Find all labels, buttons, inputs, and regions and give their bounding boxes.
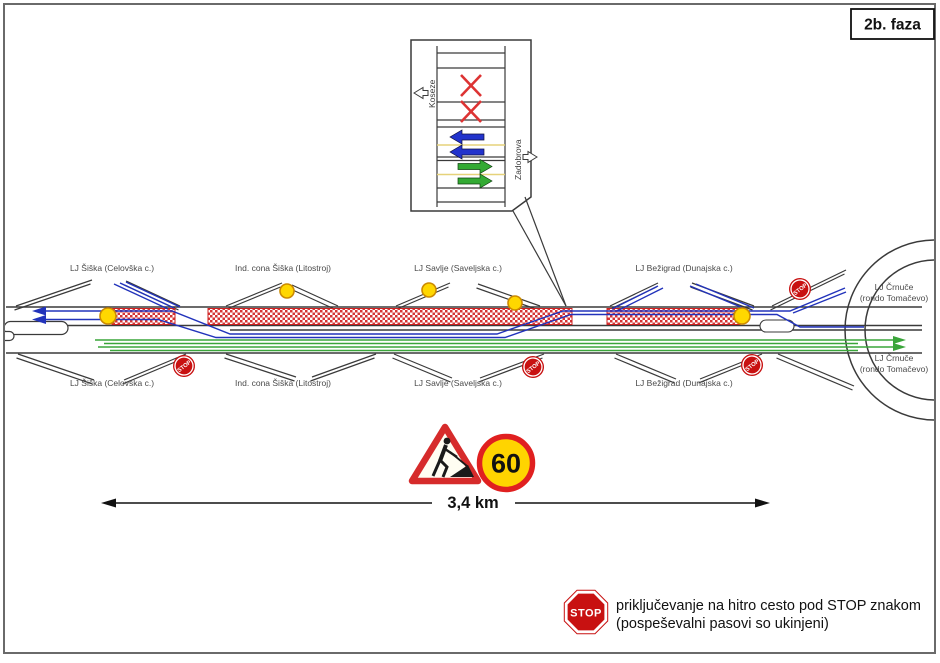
label-indcona-bottom: Ind. cona Šiška (Litostroj)	[235, 378, 331, 388]
inset-destination-right-label: Zadobrova	[513, 139, 523, 180]
distance-arrowhead-right-icon	[755, 498, 770, 508]
green-arrowhead-icon	[893, 343, 906, 351]
work-zone	[207, 308, 573, 325]
interchange-labels: LJ Šiška (Celovška c.) LJ Šiška (Celovšk…	[70, 263, 928, 388]
blue-arrowhead-icon	[32, 315, 46, 324]
traffic-signals	[99, 282, 751, 325]
distance-arrowhead-left-icon	[101, 498, 116, 508]
work-zones	[111, 308, 741, 325]
legend-stop-sign: STOP	[563, 589, 609, 635]
median-island	[5, 330, 15, 342]
roadworks-worker-icon	[431, 437, 474, 478]
phase-label: 2b. faza	[864, 17, 921, 34]
route-blue	[44, 281, 864, 339]
diagram-content: STOP STOP STOP STOP LJ Šiška (Celovška c…	[5, 39, 934, 635]
legend-stop-text: STOP	[570, 608, 602, 620]
traffic-signal-light	[507, 295, 523, 311]
route-green	[95, 339, 895, 352]
legend-line1: priključevanje na hitro cesto pod STOP z…	[616, 598, 921, 614]
label-crnuce-bottom: LJ Črnuče	[875, 353, 914, 363]
label-siska-top: LJ Šiška (Celovška c.)	[70, 263, 154, 273]
stop-sign-badge: STOP	[789, 278, 811, 300]
inset-callout-line	[512, 210, 567, 307]
phase-label-box: 2b. faza	[850, 8, 935, 40]
lane-closed-x-icon	[460, 100, 482, 123]
speed-limit-value: 60	[491, 449, 521, 479]
median-island	[759, 319, 795, 333]
traffic-signal-light	[733, 307, 751, 325]
detail-inset: Koseze Zadobrova	[410, 39, 567, 307]
destination-arrow-left-icon	[413, 86, 429, 100]
closed-lane-marks	[460, 74, 482, 123]
label-bezigrad-top: LJ Bežigrad (Dunajska c.)	[635, 263, 732, 273]
lane-arrow-green-icon	[457, 173, 493, 189]
label-crnuce-top: LJ Črnuče	[875, 282, 914, 292]
blue-arrowhead-icon	[32, 306, 46, 316]
inset-box	[410, 39, 532, 212]
label-crnuce-top2: (rondo Tomačevo)	[860, 293, 929, 303]
inset-destination-left-label: Koseze	[427, 79, 437, 108]
inset-callout-line	[524, 196, 567, 307]
interchange-indcona-ramps	[224, 282, 377, 382]
stop-sign-badge: STOP	[173, 355, 195, 377]
label-bezigrad-bottom: LJ Bežigrad (Dunajska c.)	[635, 378, 732, 388]
legend-line2: (pospeševalni pasovi so ukinjeni)	[616, 616, 829, 632]
inset-road	[436, 46, 506, 207]
legend: STOP priključevanje na hitro cesto pod S…	[563, 589, 921, 635]
stop-sign-badge: STOP	[741, 354, 763, 376]
label-savlje-top: LJ Savlje (Saveljska c.)	[414, 263, 502, 273]
stop-sign-badge: STOP	[522, 356, 544, 378]
roadworks-sign	[408, 423, 482, 485]
traffic-signal-light	[421, 282, 437, 298]
median-islands	[5, 320, 69, 342]
green-arrowhead-icon	[893, 336, 906, 344]
speed-limit-60-sign: 60	[476, 433, 536, 493]
lane-arrow-blue-icon	[449, 144, 485, 160]
lane-arrow-green-icon	[457, 158, 493, 175]
distance-label: 3,4 km	[447, 494, 498, 512]
label-siska-bottom: LJ Šiška (Celovška c.)	[70, 378, 154, 388]
lane-closed-x-icon	[460, 74, 482, 97]
roadworks-triangle	[408, 423, 482, 485]
median-island	[5, 320, 69, 336]
destination-arrow-right-icon	[522, 150, 538, 164]
label-indcona-top: Ind. cona Šiška (Litostroj)	[235, 263, 331, 273]
traffic-signal-light	[99, 307, 117, 325]
lane-arrow-blue-icon	[449, 129, 485, 145]
stop-badges: STOP STOP STOP STOP	[173, 278, 811, 378]
label-savlje-bottom: LJ Savlje (Saveljska c.)	[414, 378, 502, 388]
traffic-signal-light	[279, 283, 295, 299]
label-crnuce-bottom2: (rondo Tomačevo)	[860, 364, 929, 374]
